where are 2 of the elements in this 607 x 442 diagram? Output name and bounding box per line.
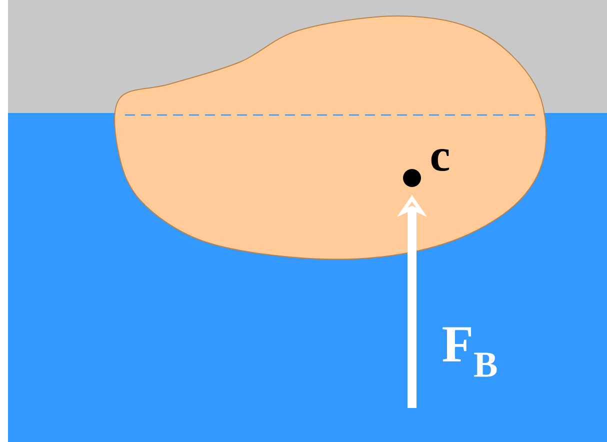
- point-label: c: [431, 148, 450, 172]
- force-label: F$_{B}$: [442, 327, 497, 377]
